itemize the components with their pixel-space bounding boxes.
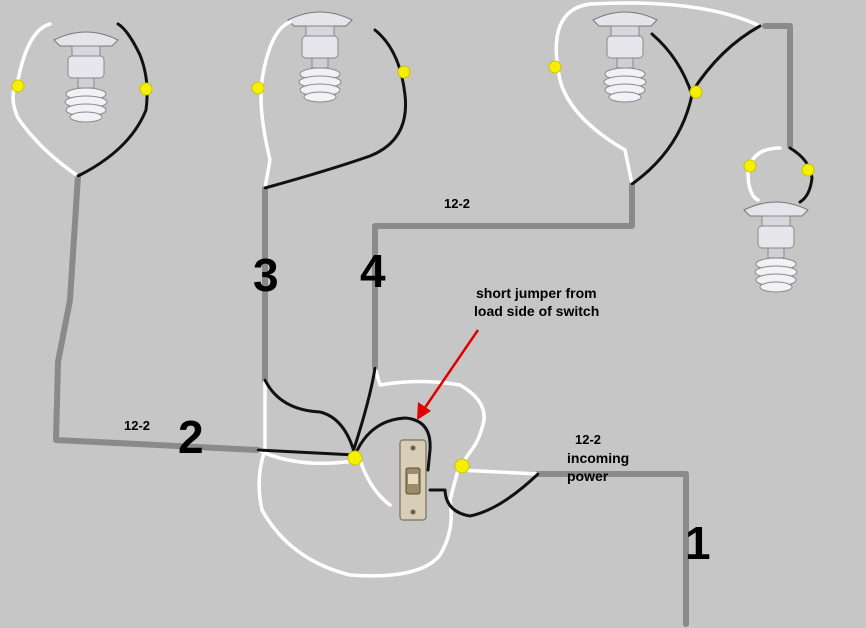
wire-nut-icon xyxy=(454,458,470,474)
cable-number-2: 2 xyxy=(178,411,204,463)
cable-number-3: 3 xyxy=(253,249,279,301)
cable-label-top: 12-2 xyxy=(444,196,471,211)
wire-nut-icon xyxy=(689,85,703,99)
wire-nut-icon xyxy=(347,450,363,466)
cable-label-left: 12-2 xyxy=(124,418,151,433)
cable-4 xyxy=(372,181,635,371)
hot-wires xyxy=(76,22,814,518)
wire-nut-icon xyxy=(743,159,757,173)
cable-2 xyxy=(53,173,261,453)
light-fixture-icon xyxy=(743,201,809,293)
cable-fixture4 xyxy=(762,23,793,149)
wire-nut-icon xyxy=(251,81,265,95)
connectors xyxy=(11,60,815,474)
light-fixture-icon xyxy=(592,11,658,103)
annotation-line2: load side of switch xyxy=(474,303,600,319)
cable-number-1: 1 xyxy=(685,517,711,569)
neutral-wires xyxy=(11,1,782,578)
load-jumper xyxy=(353,416,432,472)
wire-nut-icon xyxy=(548,60,562,74)
wire-nut-icon xyxy=(139,82,153,96)
cables xyxy=(53,23,793,627)
incoming-power-label-line2: power xyxy=(567,468,609,484)
cable-number-4: 4 xyxy=(360,245,386,297)
wall-switch-icon xyxy=(399,439,427,521)
incoming-power-label-line1: incoming xyxy=(567,450,630,466)
light-fixture-icon xyxy=(53,31,119,123)
cable-1 xyxy=(535,471,689,627)
annotation-arrow xyxy=(417,329,480,420)
cable-label-incoming: 12-2 xyxy=(575,432,602,447)
wire-nut-icon xyxy=(801,163,815,177)
light-fixture-icon xyxy=(287,11,353,103)
annotation-line1: short jumper from xyxy=(476,285,597,301)
wire-nut-icon xyxy=(397,65,411,79)
wire-nut-icon xyxy=(11,79,25,93)
